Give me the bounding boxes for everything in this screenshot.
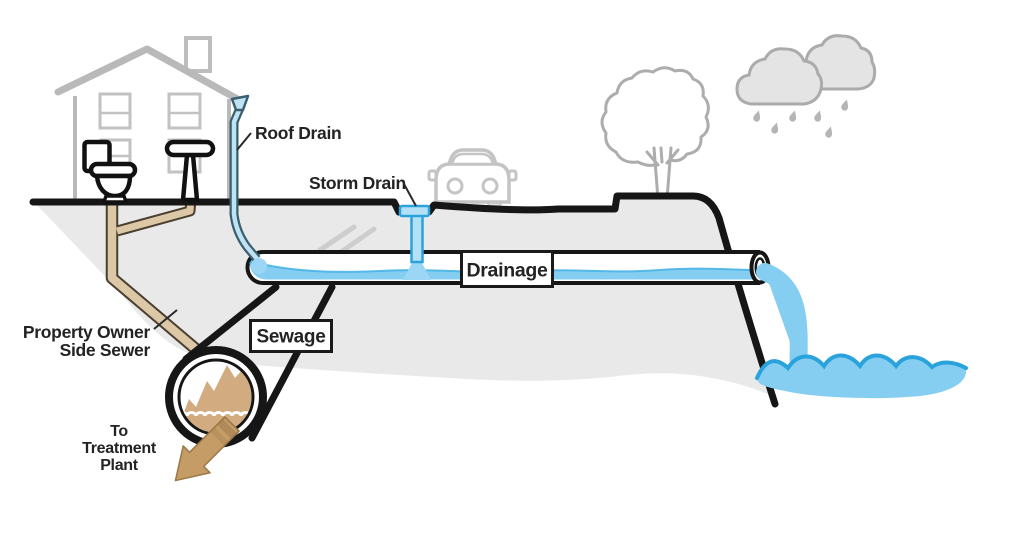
sewage-box	[249, 319, 333, 353]
raindrops	[753, 99, 849, 138]
tree-canopy	[600, 66, 710, 167]
house-roof	[54, 45, 245, 105]
drainage-water	[250, 258, 758, 280]
car-headlight	[446, 177, 464, 195]
car-headlight	[481, 177, 499, 195]
treatment-arrow	[174, 416, 240, 482]
storm-inflow-fan	[403, 256, 431, 280]
side-sewer-label-line1: Property Owner	[23, 322, 151, 342]
storm-drain-grate	[398, 204, 431, 218]
car-icon	[427, 148, 518, 207]
ground-surface-line	[29, 192, 779, 408]
side-sewer-pipe	[107, 199, 207, 360]
raindrop-icon	[841, 99, 849, 111]
side-sewer-label-line2: Side Sewer	[60, 340, 151, 360]
storm-drain-label: Storm Drain	[309, 173, 406, 193]
drainage-label-box: Drainage	[460, 250, 554, 288]
treatment-plant-label: To Treatment Plant	[82, 423, 157, 474]
raindrop-icon	[825, 126, 833, 138]
raindrop-icon	[789, 110, 797, 122]
roof-drain-label: Roof Drain	[255, 123, 341, 143]
raindrop-icon	[771, 122, 779, 134]
window-upper-right	[167, 92, 202, 130]
sink-basin	[164, 139, 216, 158]
toilet-bowl	[94, 173, 133, 199]
treatment-label-line2: Treatment	[82, 440, 157, 457]
sewage-content	[180, 362, 252, 433]
storm-drain-pipe	[398, 204, 431, 264]
tree-trunk-outline	[645, 146, 680, 201]
toilet-icon	[82, 139, 138, 204]
roof-drain-leader	[236, 132, 252, 151]
cloud-front-icon	[735, 47, 824, 106]
storm-drain-column	[410, 212, 424, 264]
car-mirror	[427, 169, 438, 182]
sink-pedestal	[180, 152, 200, 203]
receiving-water	[755, 353, 968, 399]
house-icon	[54, 36, 245, 202]
raindrop-icon	[753, 110, 761, 122]
house-walls	[73, 96, 231, 202]
raindrop-icon	[814, 110, 822, 122]
treatment-label-line3: Plant	[100, 457, 139, 474]
side-sewer-leader	[153, 309, 178, 330]
window-sashes	[100, 111, 200, 158]
sewage-label: Sewage	[257, 327, 326, 348]
downspout-funnel	[230, 94, 250, 112]
car-body	[434, 162, 511, 204]
sludge-mound	[180, 362, 252, 433]
drainage-box	[460, 250, 554, 288]
roof-drain-downspout	[229, 94, 267, 274]
sewage-waterline	[180, 411, 252, 417]
downspout-water	[231, 105, 261, 263]
sewage-pipe-tube	[182, 283, 336, 442]
arrow-shade-band	[210, 427, 229, 446]
treatment-label-line1: To	[110, 423, 128, 440]
drainage-pipe-walls	[245, 250, 760, 285]
runoff-marks	[317, 224, 377, 255]
chimney	[184, 36, 212, 73]
water-surface-fill	[757, 355, 967, 399]
sewage-label-box: Sewage	[249, 319, 333, 353]
underground-soil	[35, 197, 770, 395]
sink-icon	[164, 139, 216, 203]
arrow-shade-band	[217, 419, 237, 439]
storm-drain-leader	[403, 183, 417, 207]
water-wave-line	[755, 353, 968, 380]
label-leader-lines	[153, 132, 417, 330]
drainage-label: Drainage	[466, 260, 548, 282]
treatment-arrow-shape	[174, 416, 240, 482]
downspout-splash	[251, 258, 267, 274]
outfall-stream	[756, 263, 809, 379]
car-windshield	[450, 152, 495, 166]
tree-icon	[600, 66, 710, 201]
toilet-base	[102, 194, 128, 204]
window-upper-left	[98, 92, 132, 130]
car-mirror	[507, 169, 518, 182]
side-sewer-label: Property Owner Side Sewer	[23, 322, 151, 360]
rain-clouds	[735, 34, 877, 138]
